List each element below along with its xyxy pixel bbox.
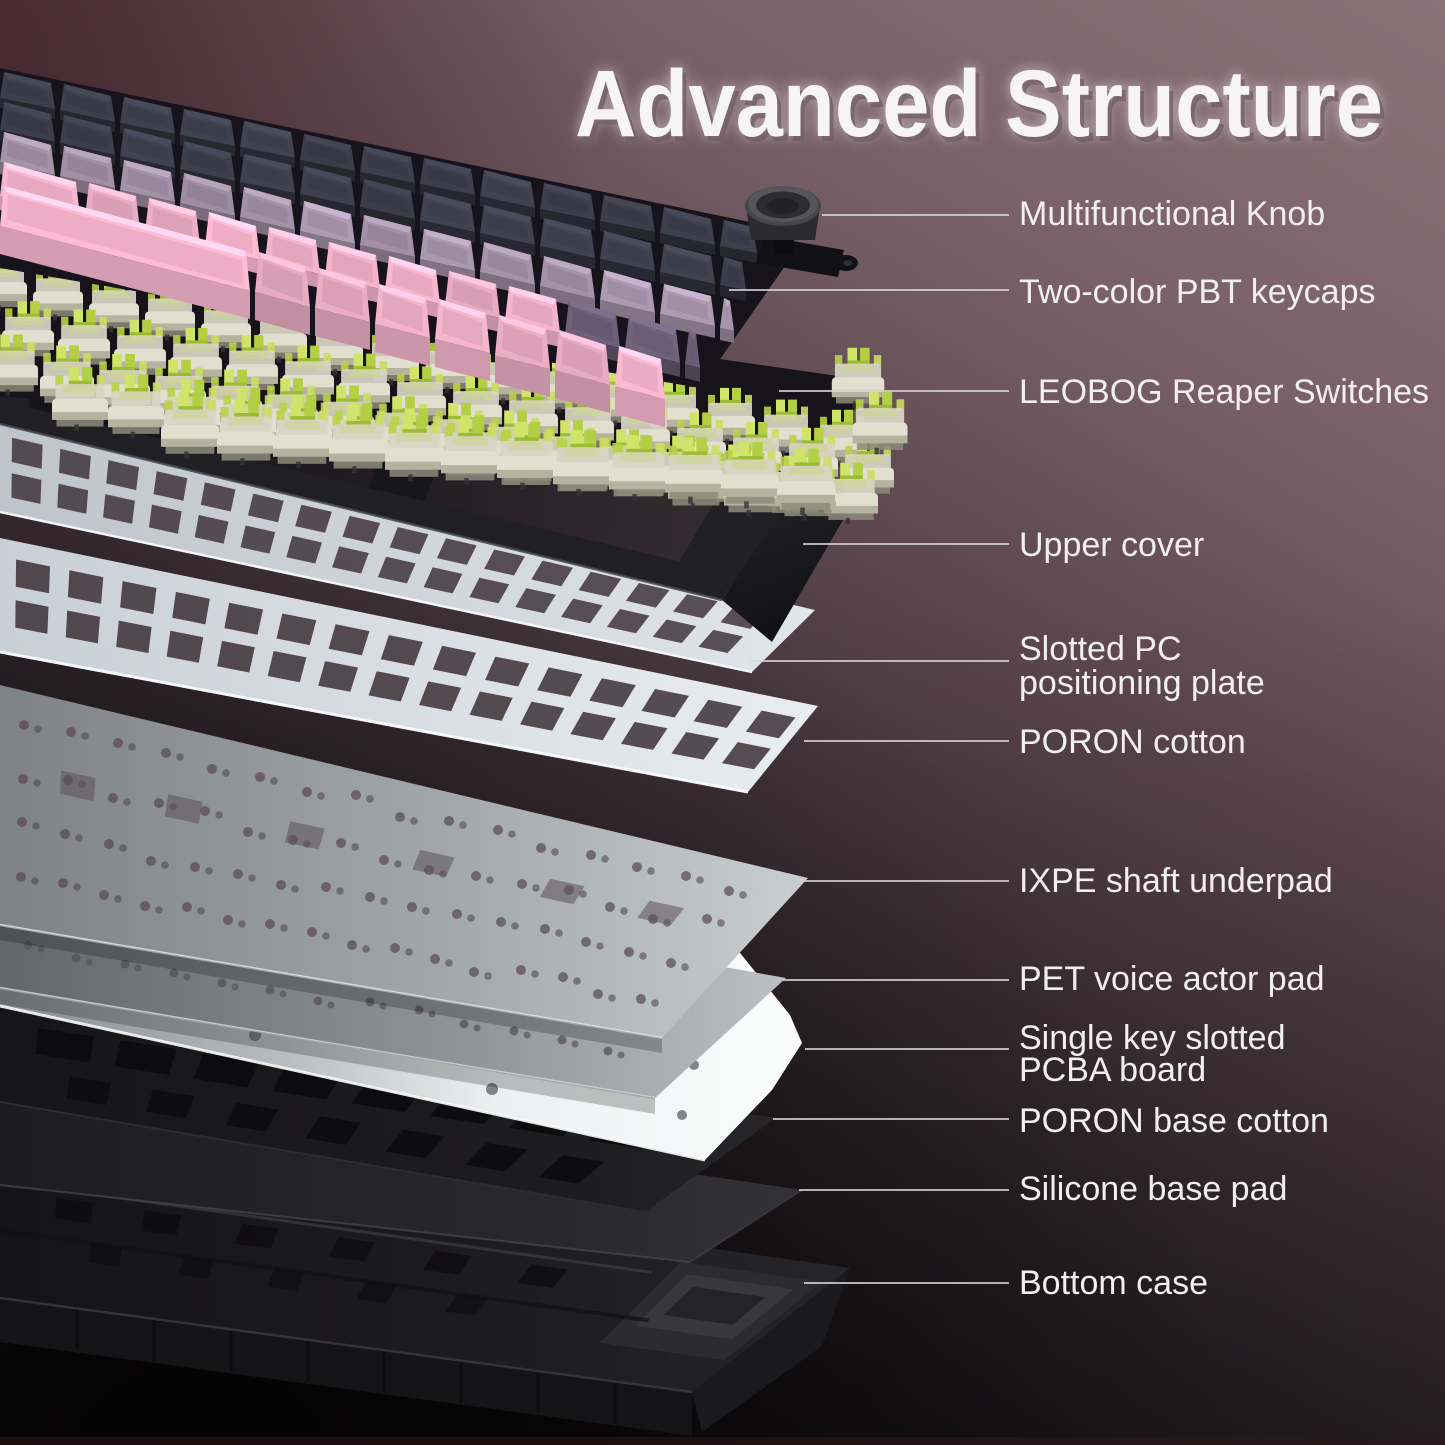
svg-text:positioning plate: positioning plate (1019, 664, 1265, 702)
svg-text:PCBA board: PCBA board (1019, 1051, 1206, 1089)
svg-text:IXPE shaft underpad: IXPE shaft underpad (1019, 862, 1333, 900)
svg-text:Multifunctional Knob: Multifunctional Knob (1019, 195, 1325, 233)
svg-text:Upper cover: Upper cover (1019, 526, 1204, 564)
svg-text:Advanced Structure: Advanced Structure (575, 51, 1383, 157)
svg-text:Slotted PC: Slotted PC (1019, 630, 1182, 668)
svg-text:LEOBOG Reaper Switches: LEOBOG Reaper Switches (1019, 373, 1429, 411)
svg-text:Bottom case: Bottom case (1019, 1264, 1208, 1302)
svg-text:Advanced Structure: Advanced Structure (575, 51, 1383, 157)
svg-text:Two-color PBT keycaps: Two-color PBT keycaps (1019, 273, 1376, 311)
svg-text:PET voice actor pad: PET voice actor pad (1019, 960, 1325, 998)
svg-text:Advanced Structure: Advanced Structure (579, 56, 1387, 162)
svg-text:PORON cotton: PORON cotton (1019, 723, 1246, 761)
svg-text:Single key slotted: Single key slotted (1019, 1019, 1286, 1057)
svg-text:PORON base cotton: PORON base cotton (1019, 1102, 1329, 1140)
svg-text:Silicone base pad: Silicone base pad (1019, 1170, 1287, 1208)
